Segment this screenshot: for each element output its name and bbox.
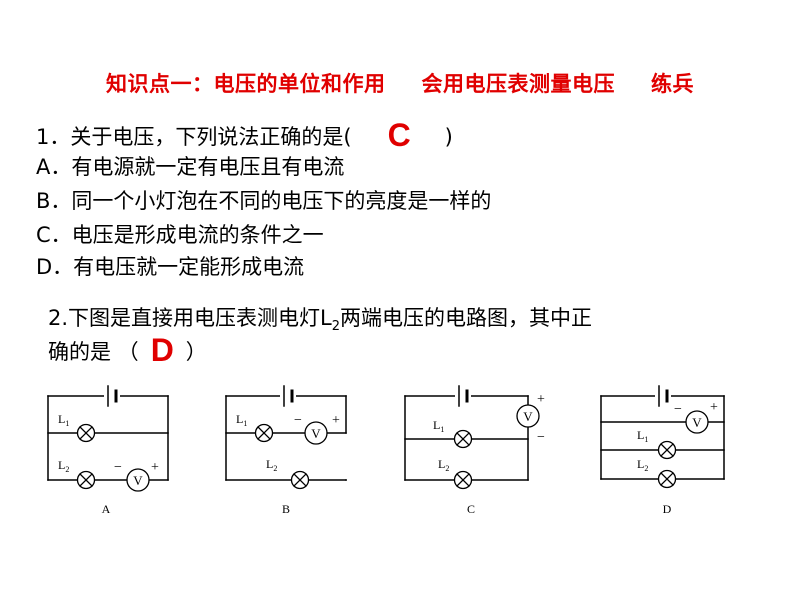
lamp-l2-icon — [290, 470, 310, 490]
question-1-text: 1．关于电压，下列说法正确的是( — [36, 125, 352, 149]
circuit-diagrams: V − + L1 L2 A V − + L1 L2 B V + − L1 L2 … — [47, 384, 725, 516]
heading-topic: 知识点一：电压的单位和作用 — [106, 72, 386, 96]
heading-practice: 练兵 — [651, 72, 694, 96]
option-d: D．有电压就一定能形成电流 — [36, 255, 305, 279]
caption-b: B — [282, 502, 290, 516]
lamp-l1-icon — [453, 429, 473, 449]
question-2-text-b: 两端电压的电路图，其中正 — [340, 306, 593, 330]
caption-a: A — [102, 502, 111, 516]
option-c: C．电压是形成电流的条件之一 — [36, 223, 324, 247]
lamp-l1-label: L1 — [433, 418, 444, 434]
lamp-l2-label: L2 — [266, 457, 277, 473]
question-1-stem: 1．关于电压，下列说法正确的是( C) — [36, 117, 453, 153]
lamp-l1-icon — [254, 423, 274, 443]
lamp-l1-label: L1 — [637, 428, 648, 444]
lamp-l1-label: L1 — [236, 412, 247, 428]
section-heading: 知识点一：电压的单位和作用 会用电压表测量电压 练兵 — [0, 68, 800, 98]
voltmeter-minus: − — [294, 413, 302, 428]
caption-d: D — [663, 502, 672, 516]
lamp-l2-icon — [453, 470, 473, 490]
question-2-close: ） — [185, 340, 207, 364]
lamp-l2-label: L2 — [637, 457, 648, 473]
lamp-l1-icon — [657, 440, 677, 460]
lamp-l2-icon — [76, 470, 96, 490]
voltmeter-minus: − — [114, 460, 122, 475]
question-2-text-c: 确的是 （ — [48, 340, 139, 364]
heading-skill: 会用电压表测量电压 — [421, 72, 615, 96]
option-a: A．有电源就一定有电压且有电流 — [36, 155, 345, 179]
battery-icon — [453, 384, 473, 408]
question-2-answer: D — [150, 332, 174, 368]
voltmeter-plus: + — [710, 400, 718, 415]
question-2-stem-line1: 2.下图是直接用电压表测电灯L2两端电压的电路图，其中正 — [48, 303, 592, 342]
question-2-text-a: 2.下图是直接用电压表测电灯L — [48, 306, 332, 330]
option-b: B．同一个小灯泡在不同的电压下的亮度是一样的 — [36, 189, 492, 213]
battery-icon — [653, 384, 673, 408]
voltmeter-label: V — [692, 415, 702, 430]
lamp-l2-label: L2 — [58, 458, 69, 474]
voltmeter-plus: + — [537, 392, 545, 407]
lamp-l2-icon — [657, 469, 677, 489]
caption-c: C — [467, 502, 475, 516]
battery-icon — [102, 384, 122, 408]
circuit-b — [225, 395, 347, 481]
voltmeter-label: V — [311, 426, 321, 441]
voltmeter-label: V — [133, 473, 143, 488]
lamp-l1-label: L1 — [58, 412, 69, 428]
lamp-l1-icon — [76, 423, 96, 443]
circuit-d — [600, 395, 725, 480]
lamp-l2-label: L2 — [438, 457, 449, 473]
question-1-close: ) — [444, 125, 453, 149]
voltmeter-plus: + — [151, 460, 159, 475]
voltmeter-minus: − — [537, 430, 545, 445]
voltmeter-label: V — [523, 409, 533, 424]
question-2-subscript: 2 — [331, 319, 341, 335]
question-1-answer: C — [387, 117, 411, 153]
voltmeter-plus: + — [332, 413, 340, 428]
question-2-stem-line2: 确的是 （ D ） — [48, 332, 207, 368]
battery-icon — [278, 384, 298, 408]
voltmeter-minus: − — [674, 402, 682, 417]
